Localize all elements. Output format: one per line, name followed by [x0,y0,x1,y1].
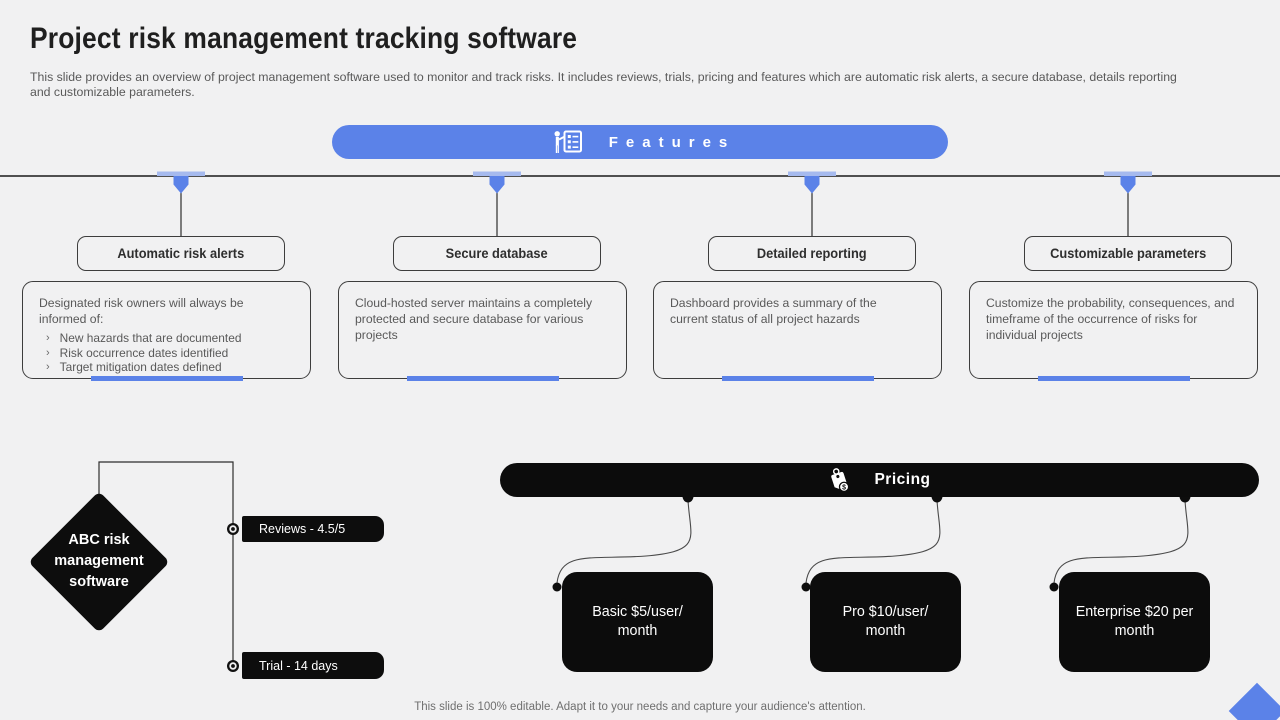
features-header-label: Features [608,133,736,151]
accent-underline [722,376,874,381]
bullet-text: Target mitigation dates defined [59,360,222,374]
product-name: ABC risk management software [54,532,144,590]
accent-underline [407,376,559,381]
features-header: Features [332,125,948,159]
pricing-connectors [556,499,1189,584]
trial-badge: Trial - 14 days [242,652,384,679]
feature-description-text: Customize the probability, consequences,… [986,296,1235,342]
bullet-text: Risk occurrence dates identified [59,345,229,360]
reviews-badge: Reviews - 4.5/5 [242,516,384,542]
plan-enterprise-label: Enterprise $20 per month [1075,604,1194,639]
pricing-header: $ Pricing [500,463,1259,497]
feature-description-detailed-reporting: Dashboard provides a summary of the curr… [653,281,942,381]
accent-underline [1038,376,1190,381]
feature-description-text: Cloud-hosted server maintains a complete… [355,296,593,342]
price-tag-icon: $ [831,468,850,493]
accent-underline [91,376,243,381]
plan-enterprise: Enterprise $20 per month [1059,572,1210,672]
reviews-label: Reviews - 4.5/5 [259,522,346,536]
pricing-header-label: Pricing [874,471,931,488]
feature-title-detailed-reporting: Detailed reporting [708,236,916,271]
feature-description-text: Designated risk owners will always be in… [39,296,244,326]
bullet-item: › Risk occurrence dates identified [46,346,294,361]
bullet-text: New hazards that are documented [59,331,242,345]
page-title: Project risk management tracking softwar… [30,22,578,55]
bullet-char: › [46,361,50,373]
feature-branch-markers [157,171,1152,237]
feature-description-secure-database: Cloud-hosted server maintains a complete… [338,281,627,381]
bullet-item: › New hazards that are documented [46,331,294,346]
plan-basic: Basic $5/user/ month [562,572,713,672]
feature-title-automatic-risk-alerts: Automatic risk alerts [77,236,285,271]
feature-description-automatic-risk-alerts: Designated risk owners will always be in… [22,281,311,381]
plan-basic-label: Basic $5/user/ month [592,604,683,639]
editable-note: This slide is 100% editable. Adapt it to… [414,701,866,713]
plan-pro: Pro $10/user/ month [810,572,961,672]
slide-description: This slide provides an overview of proje… [30,70,1177,99]
corner-decoration-diamond [1228,682,1280,720]
feature-title-secure-database: Secure database [393,236,601,271]
feature-title-label: Detailed reporting [757,246,867,261]
feature-description-text: Dashboard provides a summary of the curr… [670,296,877,326]
feature-title-label: Automatic risk alerts [117,246,245,261]
presenter-checklist-icon [554,130,582,153]
feature-title-label: Secure database [446,246,548,261]
bullet-char: › [46,332,50,344]
feature-title-label: Customizable parameters [1049,246,1207,261]
bullet-item: › Target mitigation dates defined [46,360,294,375]
bullet-char: › [46,346,50,359]
feature-description-customizable-parameters: Customize the probability, consequences,… [969,281,1258,381]
svg-text:$: $ [843,484,847,491]
feature-bullet-list: › New hazards that are documented › Risk… [39,331,294,375]
plan-pro-label: Pro $10/user/ month [842,604,929,639]
feature-title-customizable-parameters: Customizable parameters [1024,236,1232,271]
trial-label: Trial - 14 days [259,658,338,673]
